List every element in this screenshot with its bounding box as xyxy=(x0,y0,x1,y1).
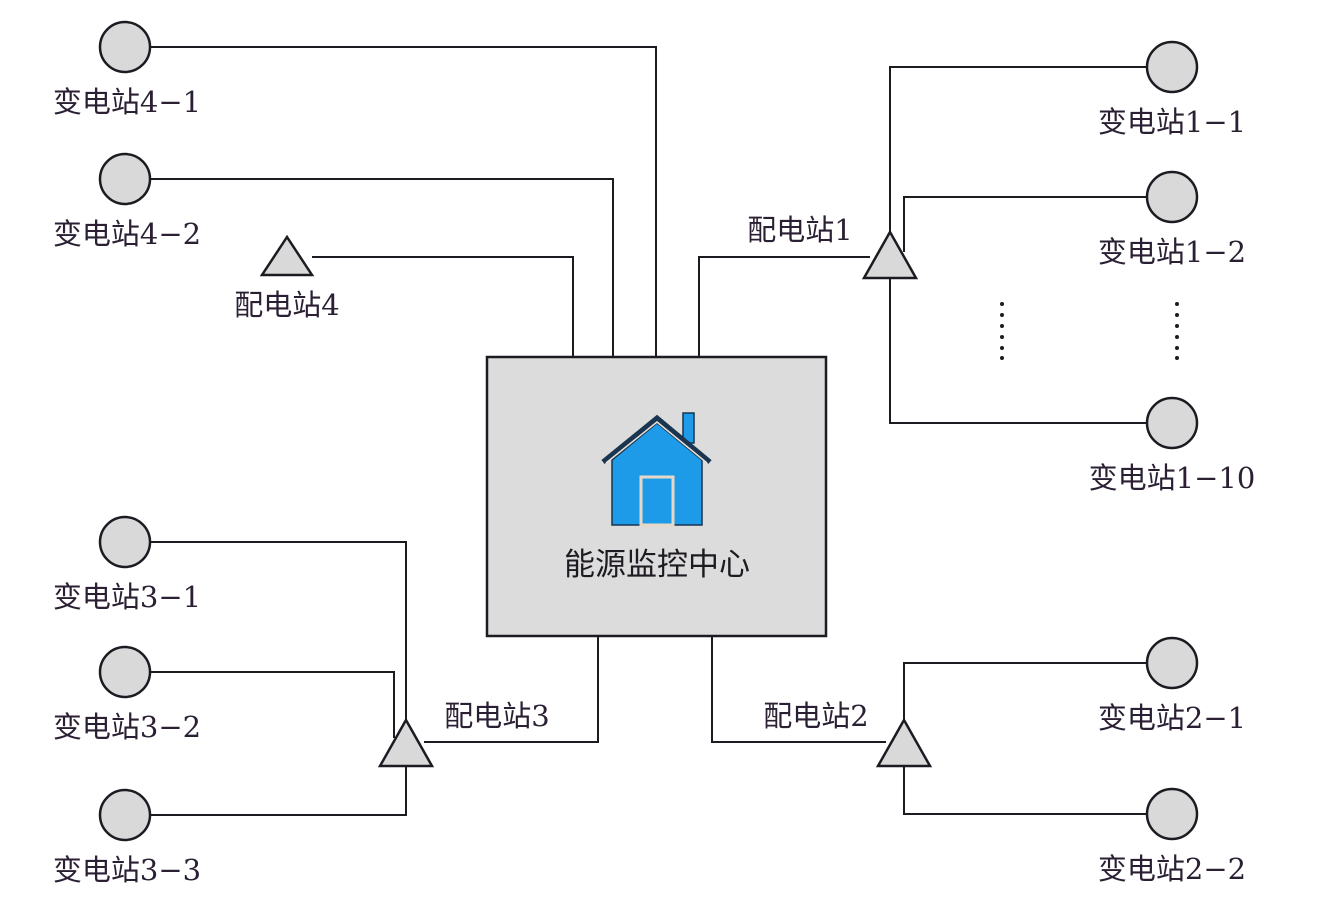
substation-label: 变电站1−10 xyxy=(1089,461,1256,495)
distribution-station-4: 配电站4 xyxy=(234,234,340,322)
distribution-station-label: 配电站3 xyxy=(444,699,549,733)
distribution-station-2: 配电站2 xyxy=(763,699,933,768)
substation-3-2: 变电站3−2 xyxy=(53,645,201,744)
substation-2-1: 变电站2−1 xyxy=(1098,636,1246,735)
vertical-ellipsis-right xyxy=(1175,302,1179,360)
substation-label: 变电站1−1 xyxy=(1098,105,1246,139)
substation-4-2: 变电站4−2 xyxy=(53,152,201,251)
substation-3-3: 变电站3−3 xyxy=(53,788,201,887)
substation-label: 变电站4−1 xyxy=(53,85,201,119)
substation-3-1: 变电站3−1 xyxy=(53,515,201,614)
substation-1-1: 变电站1−1 xyxy=(1098,40,1246,139)
distribution-station-3: 配电站3 xyxy=(377,699,550,768)
distribution-station-1: 配电站1 xyxy=(747,213,919,280)
distribution-station-label: 配电站2 xyxy=(763,699,868,733)
substation-1-2: 变电站1−2 xyxy=(1098,170,1246,269)
substation-1-10: 变电站1−10 xyxy=(1089,396,1256,495)
substation-label: 变电站3−1 xyxy=(53,580,201,614)
house-icon xyxy=(601,412,712,527)
center-label: 能源监控中心 xyxy=(564,547,750,583)
energy-monitoring-center: 能源监控中心 xyxy=(485,355,828,638)
substation-label: 变电站1−2 xyxy=(1098,235,1246,269)
substation-4-1: 变电站4−1 xyxy=(53,20,201,119)
vertical-ellipsis-left xyxy=(1000,302,1004,360)
distribution-station-label: 配电站1 xyxy=(747,213,852,247)
substation-label: 变电站3−2 xyxy=(53,710,201,744)
distribution-station-label: 配电站4 xyxy=(234,288,339,322)
substation-label: 变电站4−2 xyxy=(53,217,201,251)
substation-2-2: 变电站2−2 xyxy=(1098,787,1246,886)
substation-label: 变电站2−1 xyxy=(1098,701,1246,735)
substation-label: 变电站2−2 xyxy=(1098,852,1246,886)
substation-label: 变电站3−3 xyxy=(53,853,201,887)
